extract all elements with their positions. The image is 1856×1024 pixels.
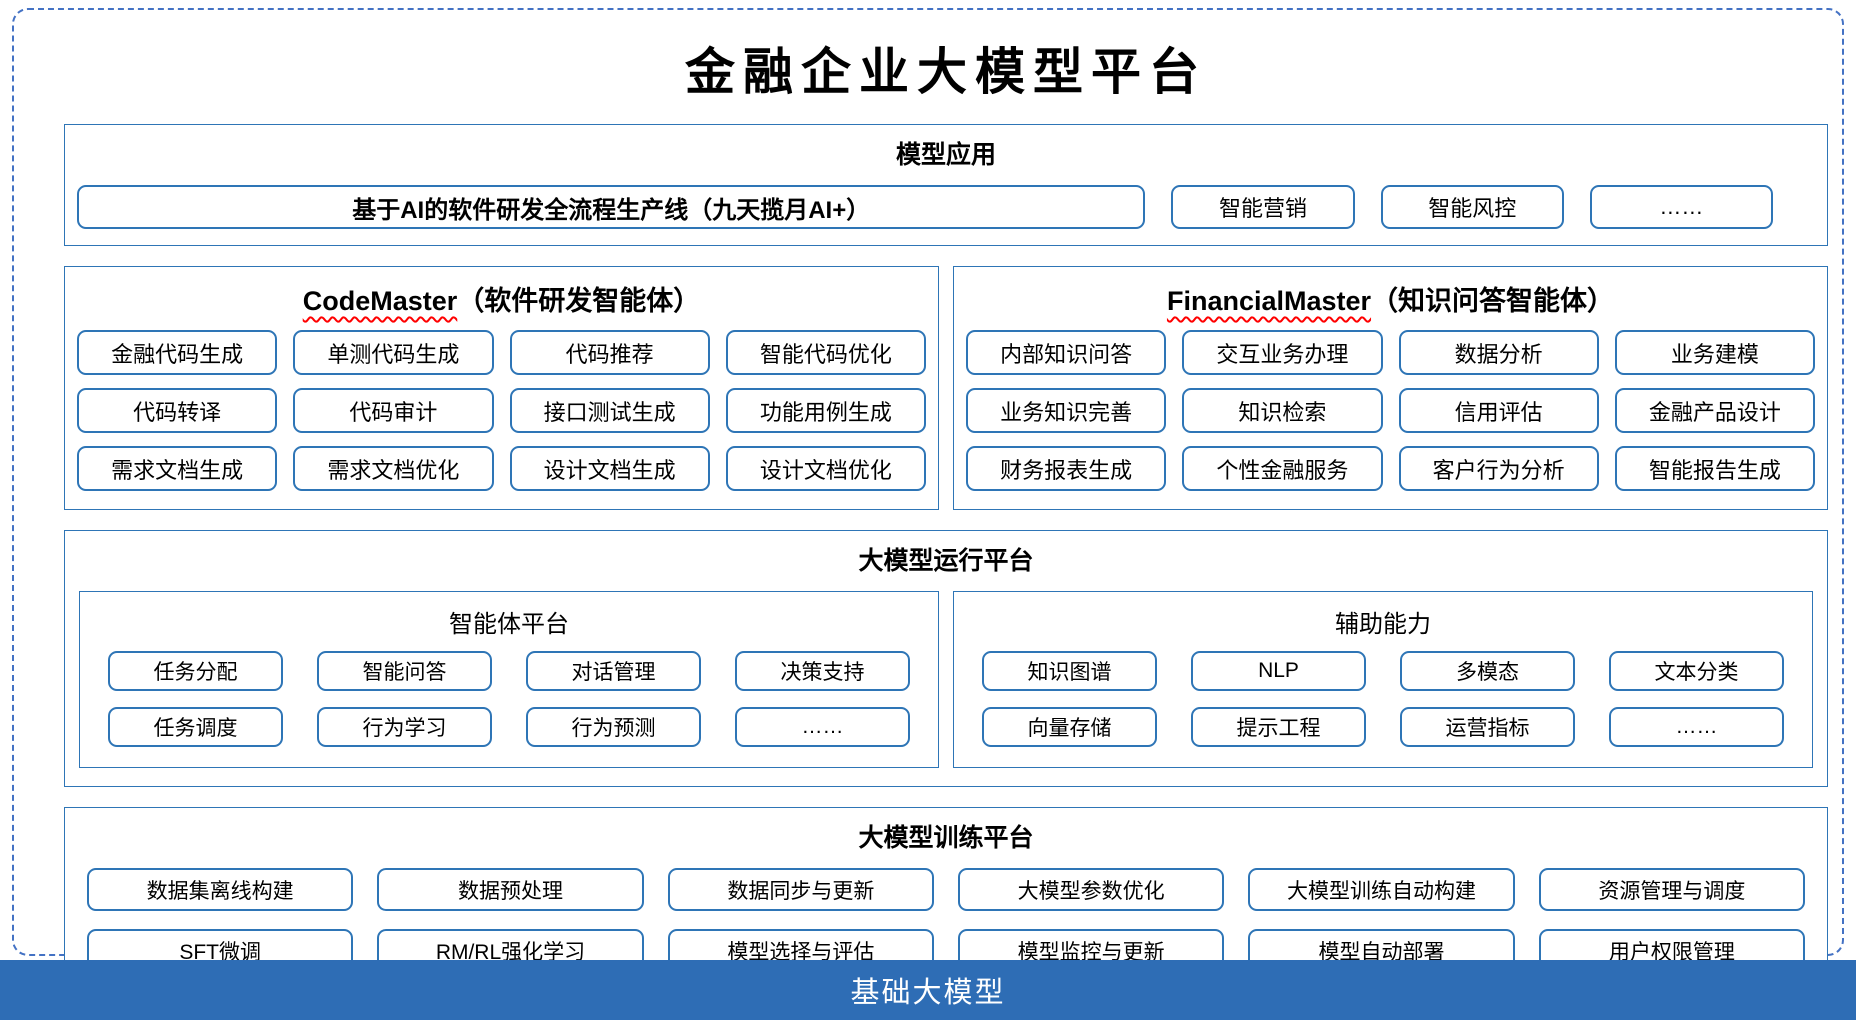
capability-box: 大模型训练自动构建 bbox=[1248, 868, 1515, 911]
capability-box: 功能用例生成 bbox=[725, 388, 926, 433]
section-runtime-platform: 大模型运行平台 智能体平台 任务分配 智能问答 对话管理 决策支持 任务调度 行… bbox=[64, 530, 1828, 787]
aux-capabilities-title: 辅助能力 bbox=[1335, 611, 1431, 638]
capability-box: NLP bbox=[1191, 651, 1366, 691]
foundation-model-label: 基础大模型 bbox=[850, 977, 1006, 1009]
training-platform-header: 大模型训练平台 bbox=[858, 824, 1034, 852]
subsection-agent-platform: 智能体平台 任务分配 智能问答 对话管理 决策支持 任务调度 行为学习 行为预测… bbox=[79, 591, 939, 768]
capability-box: 文本分类 bbox=[1609, 651, 1784, 691]
capability-box: 知识检索 bbox=[1182, 388, 1383, 433]
model-applications-row: 基于AI的软件研发全流程生产线（九天揽月AI+） 智能营销 智能风控 …… bbox=[65, 171, 1827, 245]
capability-box-ellipsis: …… bbox=[735, 707, 910, 747]
agent-platform-title: 智能体平台 bbox=[449, 611, 569, 638]
page-title: 金融企业大模型平台 bbox=[685, 42, 1207, 101]
agents-row: CodeMaster（软件研发智能体） 金融代码生成 单测代码生成 代码推荐 智… bbox=[64, 266, 1828, 510]
capability-box: 财务报表生成 bbox=[966, 446, 1167, 491]
runtime-platform-header: 大模型运行平台 bbox=[858, 547, 1034, 575]
subsection-aux-capabilities: 辅助能力 知识图谱 NLP 多模态 文本分类 向量存储 提示工程 运营指标 …… bbox=[953, 591, 1813, 768]
capability-box: 数据集离线构建 bbox=[87, 868, 354, 911]
capability-box: 数据预处理 bbox=[377, 868, 644, 911]
capability-box: 设计文档生成 bbox=[509, 446, 710, 491]
capability-box: 行为学习 bbox=[317, 707, 492, 747]
model-applications-header: 模型应用 bbox=[895, 141, 996, 169]
financialmaster-grid: 内部知识问答 交互业务办理 数据分析 业务建模 业务知识完善 知识检索 信用评估… bbox=[954, 326, 1827, 509]
capability-box: 交互业务办理 bbox=[1182, 330, 1383, 375]
capability-box: 代码转译 bbox=[77, 388, 278, 433]
capability-box: 信用评估 bbox=[1398, 388, 1599, 433]
capability-box: 业务知识完善 bbox=[966, 388, 1167, 433]
training-grid: 数据集离线构建 数据预处理 数据同步与更新 大模型参数优化 大模型训练自动构建 … bbox=[65, 854, 1827, 994]
capability-box: 向量存储 bbox=[982, 707, 1157, 747]
capability-box: 智能代码优化 bbox=[725, 330, 926, 375]
capability-box: 任务分配 bbox=[108, 651, 283, 691]
capability-box: 智能营销 bbox=[1171, 185, 1355, 229]
financialmaster-title: FinancialMaster（知识问答智能体） bbox=[954, 267, 1827, 326]
capability-box: 单测代码生成 bbox=[293, 330, 494, 375]
capability-box: 接口测试生成 bbox=[509, 388, 710, 433]
codemaster-grid: 金融代码生成 单测代码生成 代码推荐 智能代码优化 代码转译 代码审计 接口测试… bbox=[65, 326, 938, 509]
foundation-model-bar: 基础大模型 bbox=[0, 960, 1856, 1020]
capability-box: 金融产品设计 bbox=[1614, 388, 1815, 433]
capability-box: 智能风控 bbox=[1380, 185, 1564, 229]
capability-box: 需求文档生成 bbox=[77, 446, 278, 491]
capability-box: 资源管理与调度 bbox=[1538, 868, 1805, 911]
section-financialmaster-agent: FinancialMaster（知识问答智能体） 内部知识问答 交互业务办理 数… bbox=[953, 266, 1828, 510]
codemaster-name: CodeMaster bbox=[302, 286, 458, 316]
capability-box-ai-pipeline: 基于AI的软件研发全流程生产线（九天揽月AI+） bbox=[77, 185, 1146, 229]
capability-box-ellipsis: …… bbox=[1609, 707, 1784, 747]
capability-box: 提示工程 bbox=[1191, 707, 1366, 747]
capability-box: 数据分析 bbox=[1398, 330, 1599, 375]
capability-box: 决策支持 bbox=[735, 651, 910, 691]
capability-box: 业务建模 bbox=[1614, 330, 1815, 375]
capability-box: 运营指标 bbox=[1400, 707, 1575, 747]
capability-box: 行为预测 bbox=[526, 707, 701, 747]
capability-box: 需求文档优化 bbox=[293, 446, 494, 491]
runtime-row: 智能体平台 任务分配 智能问答 对话管理 决策支持 任务调度 行为学习 行为预测… bbox=[65, 577, 1827, 786]
aux-capabilities-grid: 知识图谱 NLP 多模态 文本分类 向量存储 提示工程 运营指标 …… bbox=[954, 647, 1812, 767]
capability-box: 设计文档优化 bbox=[725, 446, 926, 491]
capability-box: 任务调度 bbox=[108, 707, 283, 747]
financialmaster-subtitle: （知识问答智能体） bbox=[1371, 286, 1615, 316]
capability-box: 代码审计 bbox=[293, 388, 494, 433]
financialmaster-name: FinancialMaster bbox=[1166, 286, 1372, 316]
capability-box: 知识图谱 bbox=[982, 651, 1157, 691]
capability-box: 智能问答 bbox=[317, 651, 492, 691]
capability-box: 大模型参数优化 bbox=[958, 868, 1225, 911]
platform-outer-frame: 金融企业大模型平台 模型应用 基于AI的软件研发全流程生产线（九天揽月AI+） … bbox=[12, 8, 1844, 995]
capability-box: 内部知识问答 bbox=[966, 330, 1167, 375]
capability-box-ellipsis: …… bbox=[1589, 185, 1773, 229]
capability-box: 个性金融服务 bbox=[1182, 446, 1383, 491]
capability-box: 数据同步与更新 bbox=[667, 868, 934, 911]
capability-box: 代码推荐 bbox=[509, 330, 710, 375]
capability-box: 对话管理 bbox=[526, 651, 701, 691]
section-model-applications: 模型应用 基于AI的软件研发全流程生产线（九天揽月AI+） 智能营销 智能风控 … bbox=[64, 124, 1828, 246]
section-codemaster-agent: CodeMaster（软件研发智能体） 金融代码生成 单测代码生成 代码推荐 智… bbox=[64, 266, 939, 510]
codemaster-subtitle: （软件研发智能体） bbox=[457, 286, 701, 316]
codemaster-title: CodeMaster（软件研发智能体） bbox=[65, 267, 938, 326]
capability-box: 智能报告生成 bbox=[1614, 446, 1815, 491]
capability-box: 多模态 bbox=[1400, 651, 1575, 691]
agent-platform-grid: 任务分配 智能问答 对话管理 决策支持 任务调度 行为学习 行为预测 …… bbox=[80, 647, 938, 767]
capability-box: 客户行为分析 bbox=[1398, 446, 1599, 491]
capability-box: 金融代码生成 bbox=[77, 330, 278, 375]
